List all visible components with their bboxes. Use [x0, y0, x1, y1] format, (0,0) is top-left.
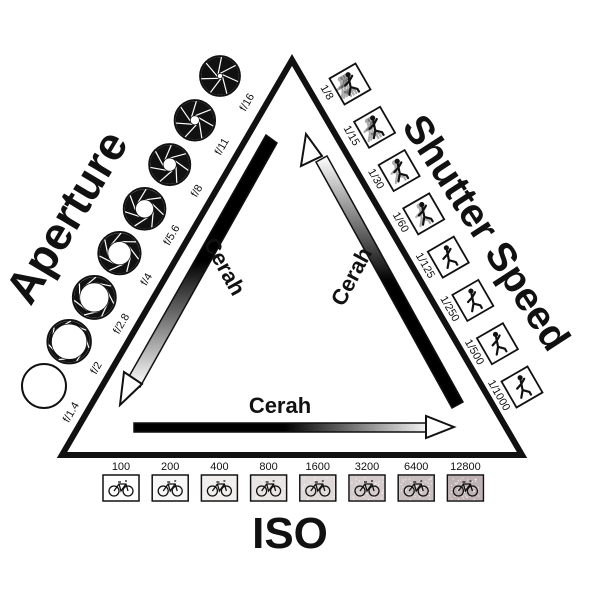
right-brightness-label: Cerah — [326, 243, 377, 310]
aperture-stop-label: f/4 — [139, 271, 156, 288]
right-brightness-arrow — [299, 131, 465, 410]
bottom-brightness-arrow — [133, 414, 457, 440]
shutter-speed-icon — [426, 235, 471, 279]
exposure-triangle — [56, 54, 528, 458]
left-brightness-arrow — [118, 133, 278, 408]
iso-noise-box — [299, 474, 337, 502]
iso-value-label: 200 — [161, 461, 179, 473]
aperture-title: Aperture — [0, 121, 138, 312]
iso-value-label: 400 — [210, 461, 228, 473]
aperture-icon — [199, 55, 241, 97]
aperture-icon — [46, 319, 92, 365]
iso-noise-box — [151, 474, 189, 502]
shutter-speed-icon — [401, 192, 446, 236]
shutter-speed-icon — [500, 365, 544, 409]
aperture-icon — [71, 275, 117, 320]
aperture-stop-label: f/16 — [238, 92, 258, 114]
aperture-stop-label: f/11 — [213, 136, 232, 157]
iso-value-label: 3200 — [355, 461, 379, 473]
iso-values: 100 200 400 800 1600 3200 6400 12800 — [102, 461, 485, 502]
iso-value-label: 6400 — [404, 461, 428, 473]
iso-value-label: 1600 — [306, 461, 330, 473]
iso-title: ISO — [252, 509, 328, 558]
aperture-stops: f/1.4f/2f/2.8f/4f/5.6f/8f/11f/16 — [21, 55, 258, 425]
iso-noise-box — [200, 474, 239, 502]
iso-noise-box — [348, 474, 386, 502]
aperture-stop-label: f/8 — [189, 183, 206, 200]
aperture-icon — [21, 363, 67, 409]
iso-value-label: 12800 — [450, 461, 481, 473]
shutter-speed-icon — [377, 148, 421, 193]
aperture-stop-label: f/2.8 — [111, 312, 132, 337]
aperture-stop-label: f/2 — [88, 360, 105, 377]
bicycle-icon — [305, 480, 331, 497]
iso-noise-box — [249, 474, 288, 502]
bicycle-icon — [108, 480, 134, 497]
bicycle-icon — [452, 480, 479, 497]
aperture-icon — [122, 187, 167, 231]
aperture-icon — [148, 143, 192, 187]
bottom-brightness-label: Cerah — [249, 393, 311, 418]
bicycle-icon — [206, 480, 233, 497]
bicycle-icon — [354, 480, 380, 497]
shutter-speed-icon — [328, 62, 372, 106]
iso-value-label: 100 — [112, 461, 130, 473]
shutter-speed-icon — [475, 321, 520, 366]
aperture-stop-label: f/5.6 — [161, 223, 182, 248]
aperture-icon — [97, 231, 142, 276]
iso-noise-box — [397, 474, 435, 502]
aperture-icon — [173, 99, 217, 142]
iso-noise-box — [102, 474, 140, 502]
iso-noise-box — [446, 474, 485, 502]
bicycle-icon — [157, 480, 183, 497]
bicycle-icon — [255, 480, 282, 497]
bicycle-icon — [403, 480, 429, 497]
shutter-speed-icon — [352, 105, 397, 150]
iso-value-label: 800 — [259, 461, 277, 473]
shutter-speed-icon — [451, 278, 495, 323]
